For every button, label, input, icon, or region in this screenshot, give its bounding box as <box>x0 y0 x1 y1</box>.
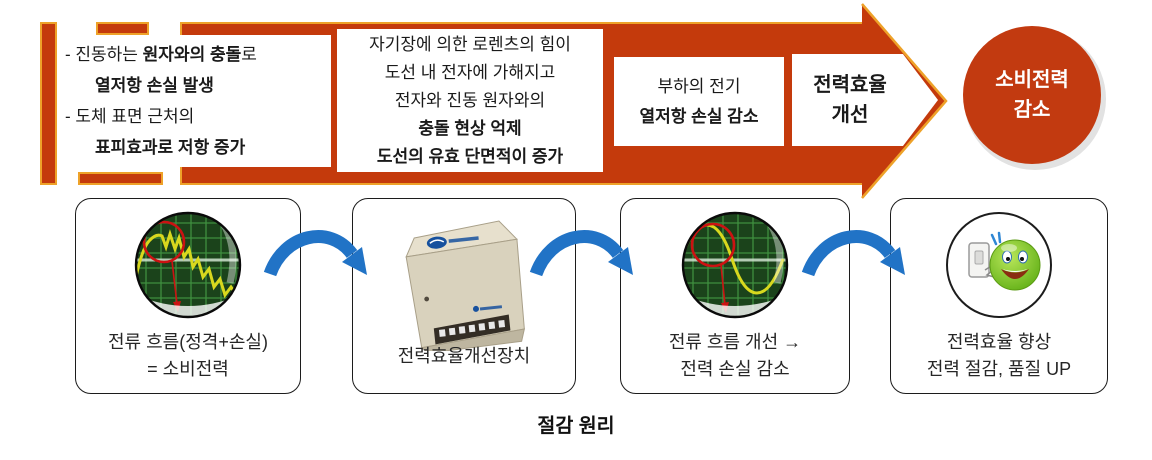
text-line: 열저항 손실 감소 <box>639 106 759 126</box>
banner-box-3: 부하의 전기 열저항 손실 감소 <box>614 57 784 146</box>
text-line: 감소 <box>1013 99 1051 121</box>
text-line: 개선 <box>831 104 869 126</box>
caption-line: 전류 흐름(정격+손실) <box>108 332 268 352</box>
oscilloscope-image <box>681 211 789 319</box>
text-line: 충돌 현상 억제 <box>418 118 522 138</box>
arrow-dash-top <box>96 22 149 35</box>
text-line: 소비전력 <box>995 69 1069 91</box>
flow-step-4: 전력효율 향상 전력 절감, 품질 UP <box>890 198 1108 394</box>
text-line: 도선 내 전자에 가해지고 <box>384 62 556 82</box>
text-line: 부하의 전기 <box>657 76 741 96</box>
text-line: 표피효과로 저항 증가 <box>95 138 246 157</box>
text-line: 전자와 진동 원자와의 <box>394 90 546 110</box>
banner-box-1: - 진동하는 원자와의 충돌로 열저항 손실 발생 - 도체 표면 근처의 표피… <box>57 35 331 167</box>
step-caption: 전력효율 향상 전력 절감, 품질 UP <box>891 327 1107 385</box>
curved-arrow-3 <box>801 230 905 277</box>
text-line: 도선의 유효 단면적이 증가 <box>376 146 564 166</box>
power-device-image <box>405 220 525 351</box>
text-line: 자기장에 의한 로렌츠의 힘이 <box>369 34 571 54</box>
flow-step-3: 전류 흐름 개선 → 전력 손실 감소 <box>620 198 850 394</box>
step-caption: 전류 흐름(정격+손실) = 소비전력 <box>76 327 300 385</box>
switch-smiley-image <box>946 212 1052 318</box>
caption-line: 전력 손실 감소 <box>680 359 790 379</box>
text-line: - 도체 표면 근처의 <box>65 107 195 126</box>
caption-line: 전류 흐름 개선 → <box>668 332 802 352</box>
step-caption: 전류 흐름 개선 → 전력 손실 감소 <box>621 327 849 385</box>
device-logo <box>426 236 447 249</box>
caption-line: 전력효율개선장치 <box>397 345 531 366</box>
curved-arrow-1 <box>263 230 367 277</box>
text-line: - 진동하는 원자와의 충돌로 <box>65 45 257 64</box>
oscilloscope-image <box>134 211 242 319</box>
curved-arrow-2 <box>529 230 633 277</box>
caption-line: = 소비전력 <box>147 359 229 379</box>
flow-step-2: 전력효율개선장치 <box>352 198 576 394</box>
banner-box-2: 자기장에 의한 로렌츠의 힘이 도선 내 전자에 가해지고 전자와 진동 원자와… <box>337 29 603 172</box>
arrow-dash-bottom <box>78 172 163 185</box>
caption-line: 전력효율 향상 <box>946 332 1052 352</box>
banner-box-4: 전력효율 개선 <box>792 54 938 146</box>
flow-title: 절감 원리 <box>537 415 615 437</box>
result-circle: 소비전력 감소 <box>963 26 1101 164</box>
smiley-face <box>989 239 1041 291</box>
step-caption: 전력효율개선장치 <box>353 327 575 385</box>
text-line: 열저항 손실 발생 <box>95 76 214 95</box>
arrow-stripe-bar <box>40 22 57 185</box>
caption-line: 전력 절감, 품질 UP <box>926 359 1072 379</box>
text-line: 전력효율 <box>813 74 887 96</box>
flow-step-1: 전류 흐름(정격+손실) = 소비전력 <box>75 198 301 394</box>
